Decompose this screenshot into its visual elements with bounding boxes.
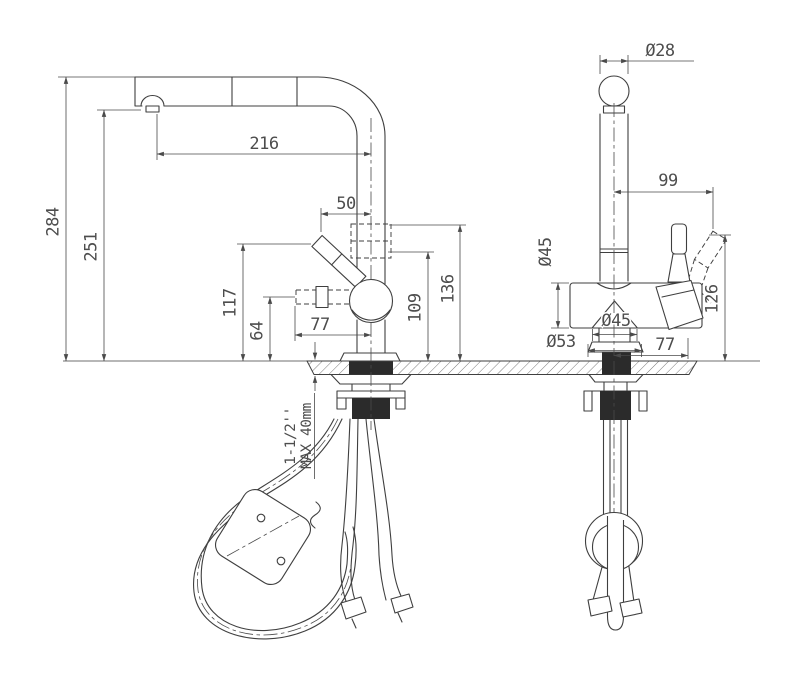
front-lever-handle [655,223,704,331]
outlet-cone [591,300,638,329]
side-view-faucet [134,76,401,430]
max-counter-thickness-label: MAX 40mm [299,402,315,469]
mounting-flange [588,373,644,383]
hose-fitting [587,595,613,617]
mounting-nut [600,391,631,420]
dim-handle-offset: 77 [613,335,689,359]
dim-nut-top-height: 136 [389,224,466,362]
hose-break-mark [309,501,321,529]
dim-handle-reach-label: 99 [658,171,678,191]
dim-overall-height-label: 284 [44,207,64,236]
dim-overall-height: 284 [44,76,135,362]
dim-spout-reach: 216 [156,114,372,160]
spray-outlet [140,95,165,113]
hose-fitting [340,596,367,620]
dimensions-front-view: Ø28 99 Ø45 Ø45 Ø53 77 [536,41,731,362]
dim-nut-top-height-label: 136 [439,274,459,303]
spout-outline [134,76,386,285]
spray-holder-stub [295,285,352,309]
dim-knob-diameter-label: Ø28 [645,41,674,61]
dim-outlet-height: 251 [82,109,141,362]
front-view-faucet [569,75,728,512]
dim-spout-reach-label: 216 [249,134,278,154]
front-view-under-counter [583,373,648,631]
dim-handle-top-height-label: 126 [703,284,723,313]
dim-lever-height-label: 117 [221,288,241,317]
thread-size-label: 1-1/2'' [283,407,299,465]
dim-lever-offset-label: 50 [336,194,356,214]
dim-outlet-diameter-label: Ø45 [601,311,630,331]
base-plate [339,352,401,362]
dim-holder-height-label: 64 [248,321,268,341]
mixer-ball-body [348,278,394,324]
dim-undernut-height-label: 109 [406,293,426,322]
dim-knob-diameter: Ø28 [599,41,694,74]
dim-base-diameter: Ø53 [546,332,642,357]
dim-holder-reach-label: 77 [310,315,329,335]
diverter-knob [598,75,630,107]
dim-outlet-height-label: 251 [82,232,102,261]
dim-handle-reach: 99 [613,171,714,229]
hose-counterweight [215,489,311,585]
countertop [63,360,760,375]
hose-loop-edge [606,516,625,631]
dim-body-diameter: Ø45 [536,237,569,329]
dim-handle-top-height: 126 [703,234,731,362]
hose-fitting [619,598,643,618]
dim-handle-offset-label: 77 [655,335,674,355]
hose-fitting [390,593,414,614]
dim-lever-offset: 50 [320,194,372,232]
dim-holder-reach: 77 [294,306,372,341]
side-lever-handle [311,234,367,288]
dim-undernut-height: 109 [388,251,434,362]
dim-outlet-diameter: Ø45 [592,310,638,341]
dim-lever-height: 117 [221,243,311,362]
dim-body-diameter-label: Ø45 [536,237,556,266]
dimensions-side-view: 284 251 216 50 117 64 [44,76,466,479]
dim-counter-thickness: 1-1/2'' MAX 40mm [283,342,318,479]
dim-holder-height: 64 [248,296,295,362]
dim-base-diameter-label: Ø53 [546,332,575,352]
